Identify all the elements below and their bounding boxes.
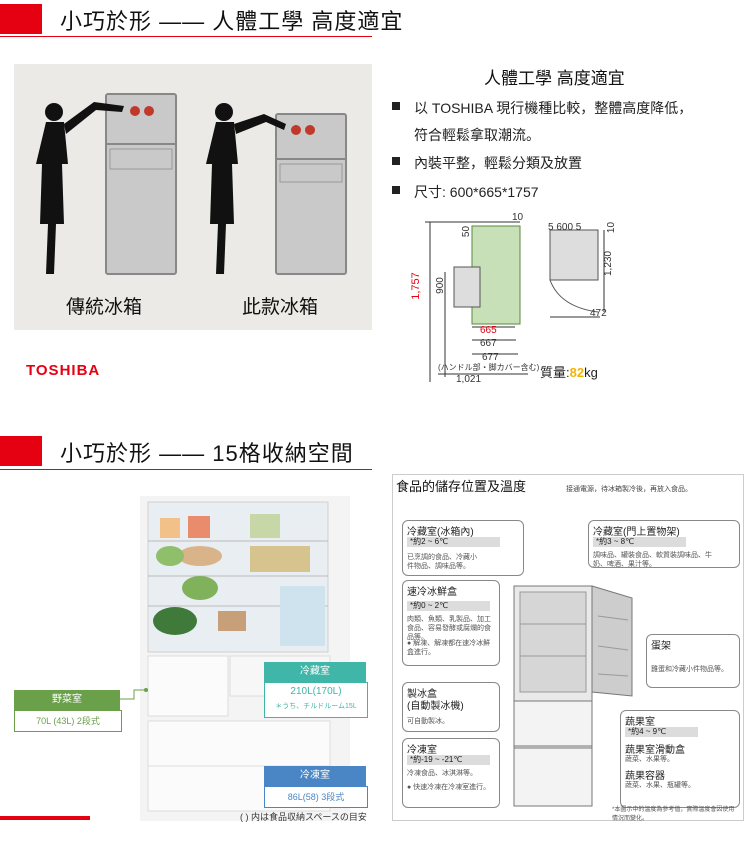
capacity-footnote: ( ) 内は食品収納スペースの目安 (240, 812, 367, 822)
dim-top-width: 5 600 5 (548, 222, 582, 233)
veg-room-capacity: 70L (43L) 2段式 (14, 710, 122, 732)
logo-strip (0, 816, 90, 820)
dim-depth-a: 665 (480, 325, 497, 336)
dim-width-open: 1,021 (456, 374, 482, 385)
section1-divider (0, 36, 372, 37)
dim-handle-note: (ハンドル部・脚カバー含む) (438, 363, 540, 372)
section1-title: 小巧於形 —— 人體工學 高度適宜 (60, 9, 404, 34)
section2-title: 小巧於形 —— 15格收納空間 (60, 441, 354, 466)
bullet-square-icon (392, 186, 400, 194)
storage-box-freezer: 冷凍室 *約-19 ~ -21℃ 冷凍食品、冰淇淋等。 ● 快速冷凍在冷凍室進行… (402, 738, 500, 808)
storage-fridge-diagram (513, 585, 633, 807)
dim-top-right: 10 (512, 212, 524, 223)
dim-height-mid: 900 (434, 277, 446, 294)
dimension-diagram (425, 221, 605, 382)
bullet-square-icon (392, 102, 400, 110)
traditional-fridge-illustration (36, 93, 177, 275)
bullet-square-icon (392, 157, 400, 165)
storage-box-ice: 製冰盒 (自動製冰機) 可自動製冰。 (402, 682, 500, 732)
dim-top-left: 50 (461, 225, 473, 238)
storage-box-quick-chill: 速冷冰鮮盒 *約0 ~ 2℃ 肉類、魚類、乳製品、加工食品、容易發酵或腐爛的食品… (402, 580, 500, 666)
veg-room-label: 野菜室 (14, 690, 120, 710)
brand-logo: TOSHIBA (26, 362, 101, 379)
section2-divider (0, 469, 372, 470)
weight-readout: 質量:82kg (540, 365, 598, 380)
storage-box-fridge-inner: 冷藏室(冰箱內) *約2 ~ 6℃ 已烹調的食品、冷藏小件物品、調味品等。 (402, 520, 524, 576)
fridge-capacity: 210L(170L) (290, 686, 342, 697)
section-marker (0, 436, 42, 466)
traditional-fridge-label: 傳統冰箱 (66, 297, 143, 318)
freezer-room-capacity: 86L(58) 3段式 (264, 786, 368, 808)
storage-top-note: 接通電源，待冰箱製冷後，再放入食品。 (566, 486, 692, 493)
storage-title: 食品的儲存位置及溫度 (396, 479, 527, 494)
storage-box-veg: 蔬果室 *約4 ~ 9℃ 蔬果室滑動盒 蔬菜、水果等。 蔬果容器 蔬菜、水果、瓶… (620, 710, 740, 808)
this-fridge-label: 此款冰箱 (242, 297, 319, 318)
dim-height-total: 1,757 (409, 272, 422, 300)
storage-footnote: *本圖示中的溫度為參考值，實際溫度會因使用情況而變化。 (612, 807, 735, 822)
info-title: 人體工學 高度適宜 (484, 69, 625, 88)
dim-depth-b: 667 (480, 338, 497, 349)
this-fridge-illustration (206, 103, 347, 275)
fridge-room-label: 冷藏室 (264, 662, 366, 682)
fridge-room-capacity-box: 210L(170L) ＊うち、チルドルーム15L (264, 682, 368, 718)
freezer-room-label: 冷凍室 (264, 766, 366, 786)
storage-box-egg: 蛋架 雞蛋和冷藏小件物品等。 (646, 634, 740, 688)
fridge-capacity-note: ＊うち、チルドルーム15L (275, 703, 357, 710)
comparison-panel: 傳統冰箱 此款冰箱 (14, 64, 372, 330)
section-marker (0, 4, 42, 34)
dim-depth-c: 677 (482, 352, 499, 363)
veg-leader-line (120, 688, 148, 700)
storage-box-door: 冷藏室(門上置物架) *約3 ~ 8℃ 調味品、罐裝食品、軟質裝調味品、牛奶、啤… (588, 520, 740, 568)
dim-side-depth: 472 (590, 308, 607, 319)
dim-right-a: 10 (606, 221, 618, 234)
dim-right-b: 1,230 (603, 250, 615, 277)
